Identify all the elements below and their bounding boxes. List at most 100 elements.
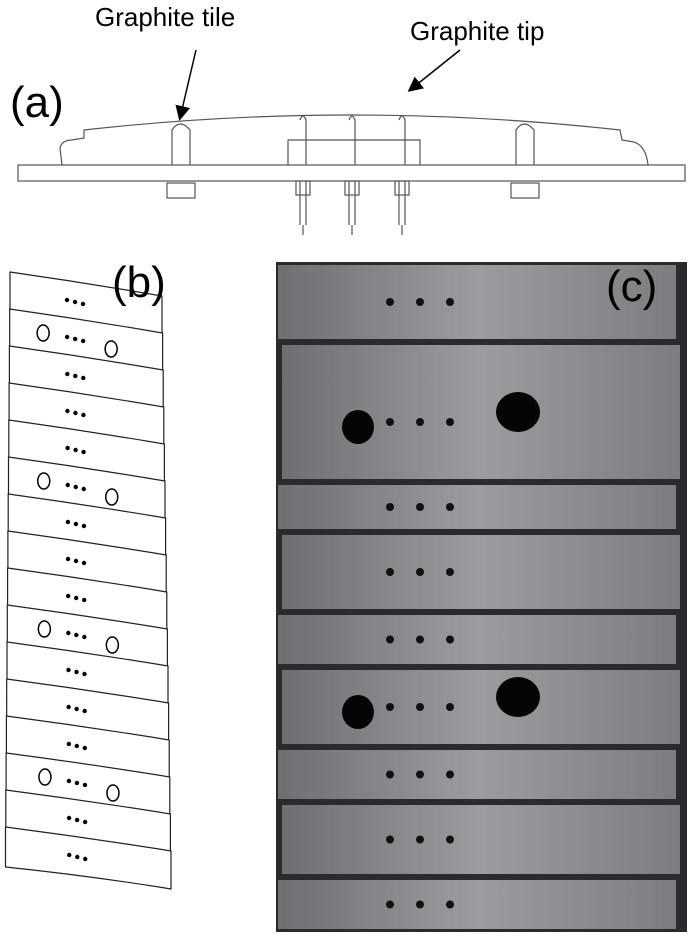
panel-c-photo xyxy=(276,262,687,932)
hole-dot xyxy=(73,521,79,527)
callout-graphite-tile: Graphite tile xyxy=(95,2,236,32)
hole-dot xyxy=(73,558,79,564)
graphite-tip-probe xyxy=(344,115,360,235)
hole-dot xyxy=(386,835,394,844)
panel-b-tile-stack xyxy=(4,271,172,890)
hole-dot xyxy=(416,835,424,844)
hole-dot xyxy=(82,634,87,640)
hole-dot xyxy=(64,334,70,340)
photo-tile xyxy=(278,615,676,664)
photo-tile xyxy=(282,670,680,744)
hole-dot xyxy=(386,503,394,511)
hole-dot xyxy=(386,770,394,779)
hole-dot xyxy=(66,667,71,673)
hole-dot xyxy=(82,782,88,788)
hole-dot xyxy=(74,780,80,786)
panel-label-b: (b) xyxy=(112,258,166,307)
large-hole xyxy=(342,695,374,729)
hole-dot xyxy=(416,503,424,511)
hole-dot xyxy=(416,900,424,909)
hole-dot xyxy=(66,593,71,599)
hole-dot xyxy=(386,635,394,644)
hole-dot xyxy=(446,770,454,779)
hole-dot xyxy=(446,900,454,909)
tip-housing xyxy=(287,139,421,165)
graphite-tile-outline xyxy=(59,114,649,166)
hole-dot xyxy=(82,708,87,714)
graphite-tip-probe xyxy=(394,115,410,235)
stack-tile xyxy=(4,826,172,890)
hole-dot xyxy=(80,338,86,344)
hole-dot xyxy=(74,632,79,638)
large-hole xyxy=(342,410,374,444)
photo-tile xyxy=(278,485,676,529)
hole-dot xyxy=(74,706,79,712)
large-hole xyxy=(37,620,52,638)
hole-dot xyxy=(82,819,88,825)
hole-dot xyxy=(81,560,87,566)
hole-dot xyxy=(83,856,88,862)
hole-dot xyxy=(74,669,79,675)
left-bolt xyxy=(166,123,196,199)
hole-dot xyxy=(416,770,424,779)
hole-dot xyxy=(81,449,86,455)
hole-dot xyxy=(67,852,72,858)
large-hole xyxy=(496,677,540,717)
hole-dot xyxy=(446,568,454,576)
hole-dot xyxy=(446,503,454,511)
hole-dot xyxy=(74,817,80,823)
graphite-tip-probe xyxy=(295,115,311,235)
hole-dot xyxy=(82,745,88,751)
base-plate xyxy=(17,164,686,182)
hole-dot xyxy=(446,298,454,306)
hole-dot xyxy=(66,741,72,747)
hole-dot xyxy=(72,299,78,305)
hole-dot xyxy=(386,298,394,306)
hole-dot xyxy=(446,703,454,711)
arrow-tip xyxy=(407,49,461,92)
photo-tile xyxy=(282,535,680,609)
hole-dot xyxy=(65,519,71,525)
hole-dot xyxy=(65,556,71,562)
hole-dot xyxy=(416,568,424,576)
hole-dot xyxy=(81,486,86,492)
large-hole xyxy=(106,784,120,802)
panel-label-a: (a) xyxy=(10,78,64,127)
hole-dot xyxy=(386,568,394,576)
hole-dot xyxy=(416,418,424,426)
hole-dot xyxy=(416,635,424,644)
photo-tile xyxy=(278,880,676,929)
hole-dot xyxy=(66,815,72,821)
hole-dot xyxy=(73,410,78,416)
callout-graphite-tip: Graphite tip xyxy=(410,16,545,46)
hole-dot xyxy=(65,482,70,488)
hole-dot xyxy=(386,418,394,426)
hole-dot xyxy=(73,484,78,490)
panel-label-c: (c) xyxy=(606,262,658,311)
hole-dot xyxy=(72,336,78,342)
hole-dot xyxy=(80,301,86,307)
hole-dot xyxy=(75,854,80,860)
large-hole xyxy=(36,324,50,342)
hole-dot xyxy=(74,743,80,749)
hole-dot xyxy=(446,418,454,426)
hole-dot xyxy=(82,671,87,677)
hole-dot xyxy=(73,447,78,453)
hole-dot xyxy=(65,371,70,377)
hole-dot xyxy=(386,900,394,909)
hole-dot xyxy=(446,835,454,844)
hole-dot xyxy=(81,523,87,529)
hole-dot xyxy=(64,297,70,303)
panel-a-cross-section xyxy=(17,49,686,235)
photo-tile xyxy=(278,265,676,339)
hole-dot xyxy=(416,298,424,306)
photo-tile xyxy=(282,805,680,874)
hole-dot xyxy=(446,635,454,644)
hole-dot xyxy=(81,412,86,418)
large-hole xyxy=(104,340,118,358)
hole-dot xyxy=(74,595,79,601)
hole-dot xyxy=(82,597,87,603)
hole-dot xyxy=(65,408,70,414)
hole-dot xyxy=(386,703,394,711)
